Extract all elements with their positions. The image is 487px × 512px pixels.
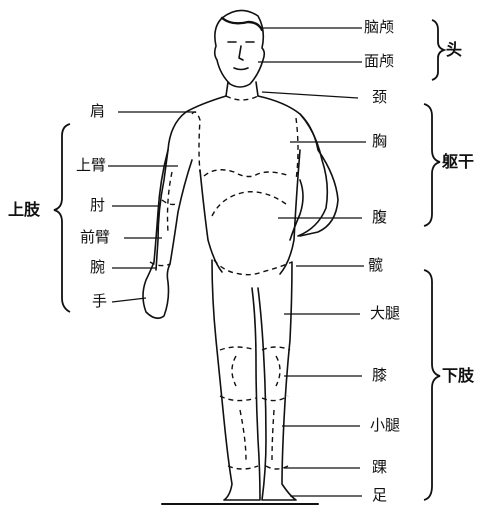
label-elbow: 肘	[90, 198, 105, 213]
brace-head	[432, 20, 444, 80]
label-face: 面颅	[364, 54, 394, 69]
hair	[222, 18, 262, 30]
label-lower-limb: 下肢	[442, 368, 474, 384]
torso-outline	[156, 96, 338, 270]
leader-neck	[262, 92, 358, 98]
label-cranium: 脑颅	[364, 20, 394, 35]
label-neck: 颈	[372, 90, 387, 105]
shoulder-dash	[192, 112, 200, 172]
legs-outline	[212, 260, 296, 500]
label-foot: 足	[372, 488, 387, 503]
label-chest: 胸	[372, 134, 387, 149]
label-trunk: 躯干	[442, 154, 474, 170]
label-hand: 手	[92, 294, 107, 309]
right-arm-outline	[143, 150, 192, 318]
brace-trunk	[424, 104, 440, 226]
label-upper-limb: 上肢	[8, 202, 40, 218]
brace-upper-limb	[54, 124, 70, 312]
elbow-dash	[162, 200, 176, 205]
upper-arm-dash	[168, 172, 173, 232]
leader-hand	[112, 298, 146, 302]
brace-lower-limb	[424, 270, 440, 500]
label-abdomen: 腹	[372, 210, 387, 225]
label-forearm: 前臂	[80, 230, 110, 245]
head-outline	[215, 10, 265, 87]
ankle-dash	[228, 466, 288, 469]
label-shoulder: 肩	[90, 104, 105, 119]
face-features	[228, 42, 254, 70]
chest-lower-dash	[204, 170, 290, 177]
label-thigh: 大腿	[370, 306, 400, 321]
abdomen-dash	[212, 192, 286, 216]
chest-dash	[226, 96, 298, 180]
label-ankle: 踝	[372, 460, 387, 475]
label-upper-arm: 上臂	[76, 158, 106, 173]
label-knee: 膝	[372, 368, 387, 383]
label-pelvis: 髋	[368, 258, 383, 273]
label-wrist: 腕	[90, 260, 105, 275]
label-head: 头	[446, 42, 462, 58]
label-lower-leg: 小腿	[370, 418, 400, 433]
